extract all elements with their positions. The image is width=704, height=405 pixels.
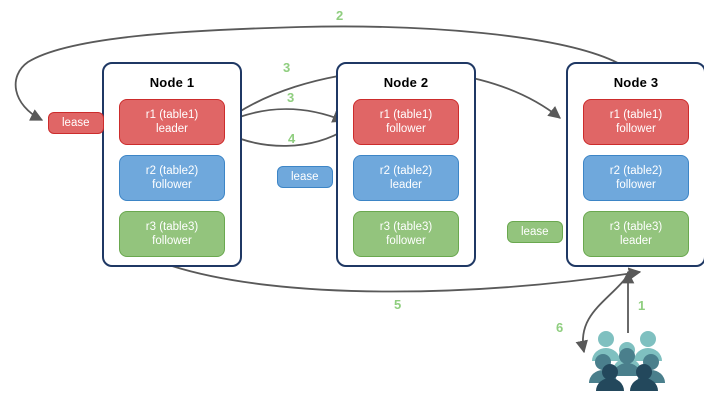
replica-role: follower	[616, 123, 656, 135]
replica-name: r3 (table3)	[609, 221, 663, 233]
edge-label-4: 4	[288, 131, 296, 146]
replica-node2-r2[interactable]: r2 (table2) leader	[353, 155, 459, 201]
replica-role: follower	[386, 123, 426, 135]
replica-node3-r2[interactable]: r2 (table2) follower	[583, 155, 689, 201]
lease-badge-blue[interactable]: lease	[277, 166, 333, 188]
edge-label-6: 6	[556, 320, 564, 335]
edge-4-path	[224, 127, 349, 147]
replica-node1-r3[interactable]: r3 (table3) follower	[119, 211, 225, 257]
replica-name: r2 (table2)	[145, 165, 199, 177]
replica-name: r2 (table2)	[379, 165, 433, 177]
replica-role: follower	[386, 235, 426, 247]
edge-5-path	[171, 265, 642, 293]
replica-node3-r1[interactable]: r1 (table1) follower	[583, 99, 689, 145]
replica-node1-r2[interactable]: r2 (table2) follower	[119, 155, 225, 201]
replica-node2-r3[interactable]: r3 (table3) follower	[353, 211, 459, 257]
replica-name: r1 (table1)	[145, 109, 199, 121]
edge-label-1: 1	[638, 298, 646, 313]
replica-role: follower	[616, 179, 656, 191]
replica-name: r3 (table3)	[145, 221, 199, 233]
users-front-row	[596, 364, 658, 391]
replica-node2-r1[interactable]: r1 (table1) follower	[353, 99, 459, 145]
node-title-1: Node 1	[149, 75, 195, 90]
edge-label-2: 2	[336, 8, 344, 23]
node-title-3: Node 3	[613, 75, 659, 90]
users-icon	[589, 331, 665, 391]
replica-role: follower	[152, 179, 192, 191]
edge-label-3-lower: 3	[287, 90, 295, 105]
node-container-3: Node 3 r1 (table1) follower r2 (table2) …	[566, 62, 704, 267]
edge-label-3-upper: 3	[283, 60, 291, 75]
replica-role: leader	[620, 235, 652, 247]
lease-badge-red[interactable]: lease	[48, 112, 104, 134]
replica-name: r1 (table1)	[609, 109, 663, 121]
replica-role: follower	[152, 235, 192, 247]
node-title-2: Node 2	[383, 75, 429, 90]
replica-role: leader	[156, 123, 188, 135]
lease-badge-green[interactable]: lease	[507, 221, 563, 243]
replica-name: r2 (table2)	[609, 165, 663, 177]
edge-label-5: 5	[394, 297, 402, 312]
node-container-1: Node 1 r1 (table1) leader r2 (table2) fo…	[102, 62, 242, 267]
node-container-2: Node 2 r1 (table1) follower r2 (table2) …	[336, 62, 476, 267]
replica-node1-r1[interactable]: r1 (table1) leader	[119, 99, 225, 145]
replica-name: r3 (table3)	[379, 221, 433, 233]
replica-name: r1 (table1)	[379, 109, 433, 121]
replica-role: leader	[390, 179, 422, 191]
replica-node3-r3[interactable]: r3 (table3) leader	[583, 211, 689, 257]
